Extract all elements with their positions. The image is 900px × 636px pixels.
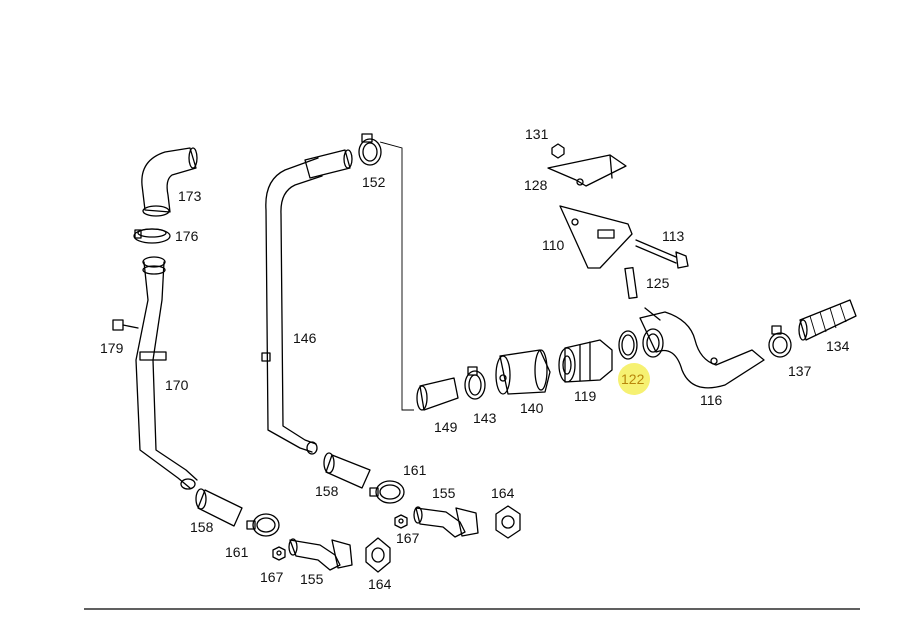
part-158-hose-left[interactable]: [195, 488, 243, 527]
label-125[interactable]: 125: [646, 275, 670, 291]
label-113[interactable]: 113: [662, 228, 685, 244]
label-179[interactable]: 179: [100, 340, 124, 356]
label-134[interactable]: 134: [826, 338, 850, 354]
part-149-hose[interactable]: [416, 377, 459, 411]
label-170[interactable]: 170: [165, 377, 189, 393]
label-137[interactable]: 137: [788, 363, 812, 379]
highlight-marker: [618, 363, 650, 395]
label-161-mid[interactable]: 161: [403, 462, 427, 478]
part-170-pipe[interactable]: [135, 256, 198, 490]
label-173[interactable]: 173: [178, 188, 202, 204]
label-164-left[interactable]: 164: [368, 576, 392, 592]
part-143-clamp[interactable]: [464, 366, 486, 400]
part-140-cylinder[interactable]: [495, 349, 551, 395]
label-161-left[interactable]: 161: [225, 544, 249, 560]
part-116-pipe[interactable]: [639, 307, 765, 389]
part-164-gasket-mid[interactable]: [495, 505, 521, 539]
part-152-clamp[interactable]: [358, 133, 382, 166]
part-167-nut-mid[interactable]: [394, 514, 408, 529]
label-116[interactable]: 116: [700, 392, 723, 408]
part-137-clamp[interactable]: [768, 325, 792, 358]
bracket-line: [379, 141, 414, 411]
part-164-gasket-left[interactable]: [365, 537, 391, 573]
part-161-clamp-mid[interactable]: [369, 480, 405, 504]
part-146-pipe[interactable]: [261, 157, 323, 455]
label-149[interactable]: 149: [434, 419, 458, 435]
part-173-elbow-hose[interactable]: [141, 147, 198, 217]
label-176[interactable]: 176: [175, 228, 199, 244]
label-131[interactable]: 131: [525, 126, 549, 142]
part-125-stud[interactable]: [624, 266, 638, 300]
part-110-bracket-plate[interactable]: [559, 205, 633, 269]
part-155-flange-pipe-mid[interactable]: [413, 506, 479, 538]
label-140[interactable]: 140: [520, 400, 544, 416]
label-155-mid[interactable]: 155: [432, 485, 456, 501]
label-155-left[interactable]: 155: [300, 571, 324, 587]
part-134-corrugated-hose[interactable]: [798, 299, 857, 341]
part-113-bolt[interactable]: [635, 239, 689, 269]
part-167-nut-left[interactable]: [272, 546, 286, 561]
label-158-left[interactable]: 158: [190, 519, 214, 535]
part-122-seal-ring[interactable]: [618, 330, 638, 360]
part-179-bolt[interactable]: [112, 319, 139, 331]
label-146[interactable]: 146: [293, 330, 317, 346]
part-131-nut[interactable]: [551, 143, 565, 159]
label-128[interactable]: 128: [524, 177, 548, 193]
label-119[interactable]: 119: [574, 388, 597, 404]
label-152[interactable]: 152: [362, 174, 386, 190]
label-110[interactable]: 110: [542, 237, 565, 253]
label-167-mid[interactable]: 167: [396, 530, 420, 546]
part-158-hose-mid[interactable]: [323, 452, 371, 489]
part-155-flange-pipe-left[interactable]: [288, 538, 353, 571]
part-146-hose-top[interactable]: [304, 149, 353, 179]
part-176-clamp[interactable]: [133, 228, 171, 244]
label-158-mid[interactable]: 158: [315, 483, 339, 499]
label-143[interactable]: 143: [473, 410, 497, 426]
label-164-mid[interactable]: 164: [491, 485, 515, 501]
part-119-coupling[interactable]: [558, 339, 613, 383]
part-161-clamp-left[interactable]: [246, 513, 280, 537]
label-122[interactable]: 122: [621, 371, 645, 387]
part-128-bracket[interactable]: [547, 154, 627, 187]
label-167-left[interactable]: 167: [260, 569, 284, 585]
